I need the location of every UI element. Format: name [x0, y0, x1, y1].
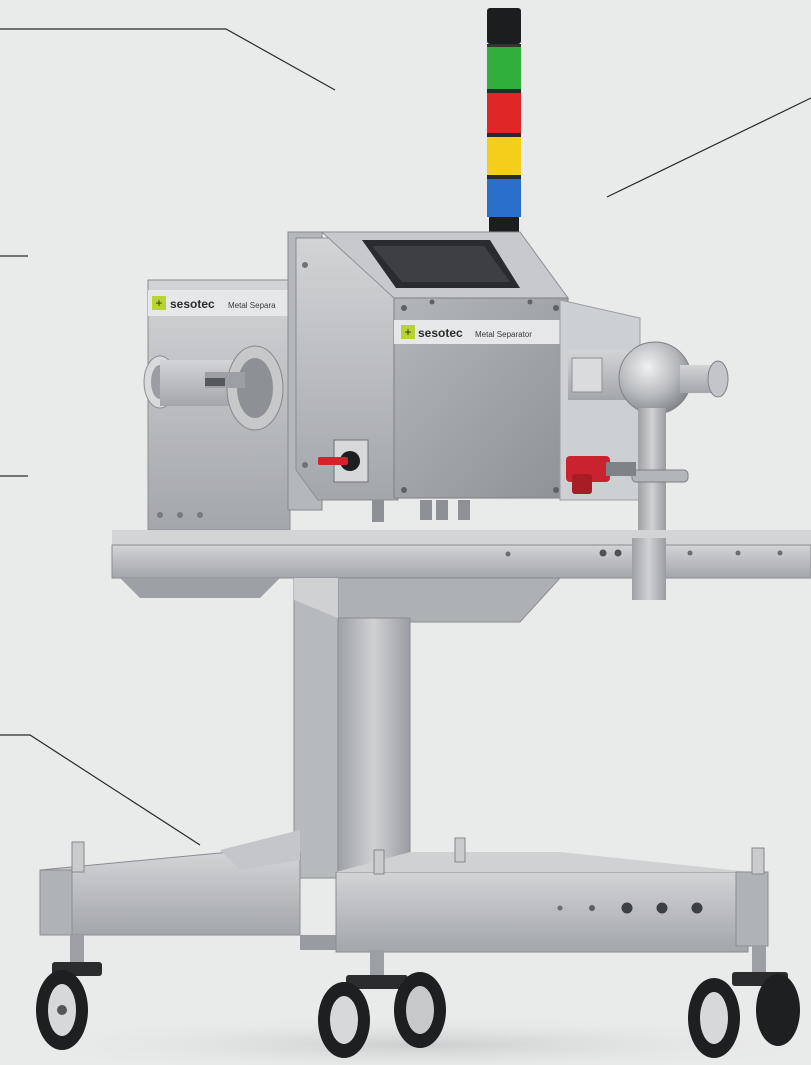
control-cabinet: + sesotec Metal Separator [287, 231, 569, 522]
brand-label-rear: sesotec [170, 297, 215, 311]
signal-light-red [487, 93, 521, 133]
signal-light-green [487, 47, 521, 89]
caster-wheel-icon [318, 950, 446, 1058]
caster-wheel-icon [36, 935, 102, 1050]
model-label-rear: Metal Separa [228, 301, 276, 310]
logo-mark-front [401, 325, 415, 339]
leader-line-bottom [0, 734, 201, 846]
plus-icon: + [404, 325, 411, 339]
brand-label-front: sesotec [418, 326, 463, 340]
frame-rail [111, 530, 811, 623]
support-column [293, 577, 411, 881]
leader-line-right [606, 97, 811, 198]
leader-line-top [0, 28, 336, 91]
caster-wheel-icon [688, 946, 800, 1058]
signal-tower [487, 8, 521, 251]
signal-light-blue [487, 179, 521, 217]
plus-icon: + [155, 296, 162, 310]
switch-icon [318, 439, 369, 483]
signal-light-yellow [487, 137, 521, 175]
base-frame [39, 830, 769, 953]
model-label-front: Metal Separator [475, 330, 532, 339]
reject-valve [559, 299, 729, 538]
rear-housing: + sesotec Metal Separa [143, 279, 291, 531]
leader-lines [0, 28, 811, 846]
logo-mark-rear [152, 296, 166, 310]
